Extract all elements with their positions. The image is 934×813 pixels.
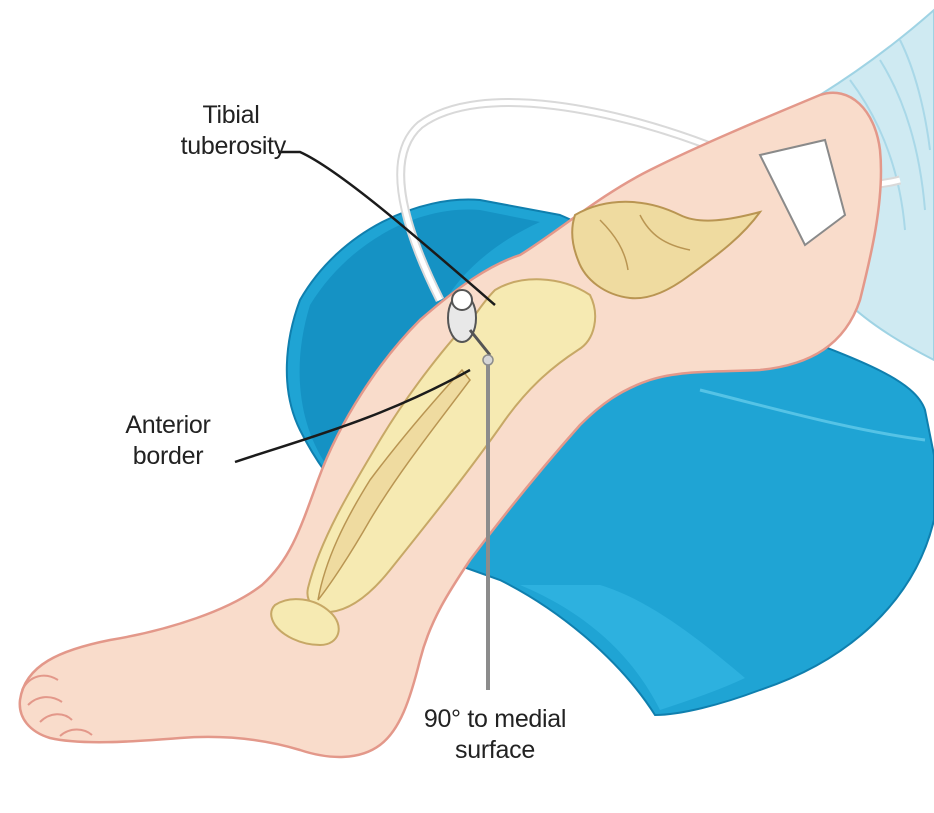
label-tibial-line1: Tibial	[202, 101, 259, 129]
label-tibial-tuberosity: Tibial tuberosity	[176, 100, 286, 162]
label-anterior-line1: Anterior	[125, 411, 210, 439]
label-tibial-line2: tuberosity	[146, 131, 286, 162]
label-90-line1: 90° to medial	[424, 705, 566, 733]
angle-marker-dot	[483, 355, 493, 365]
label-anterior-border: Anterior border	[88, 410, 248, 472]
label-90-line2: surface	[455, 736, 535, 764]
label-anterior-line2: border	[133, 442, 203, 470]
label-90-degree: 90° to medial surface	[380, 704, 610, 766]
